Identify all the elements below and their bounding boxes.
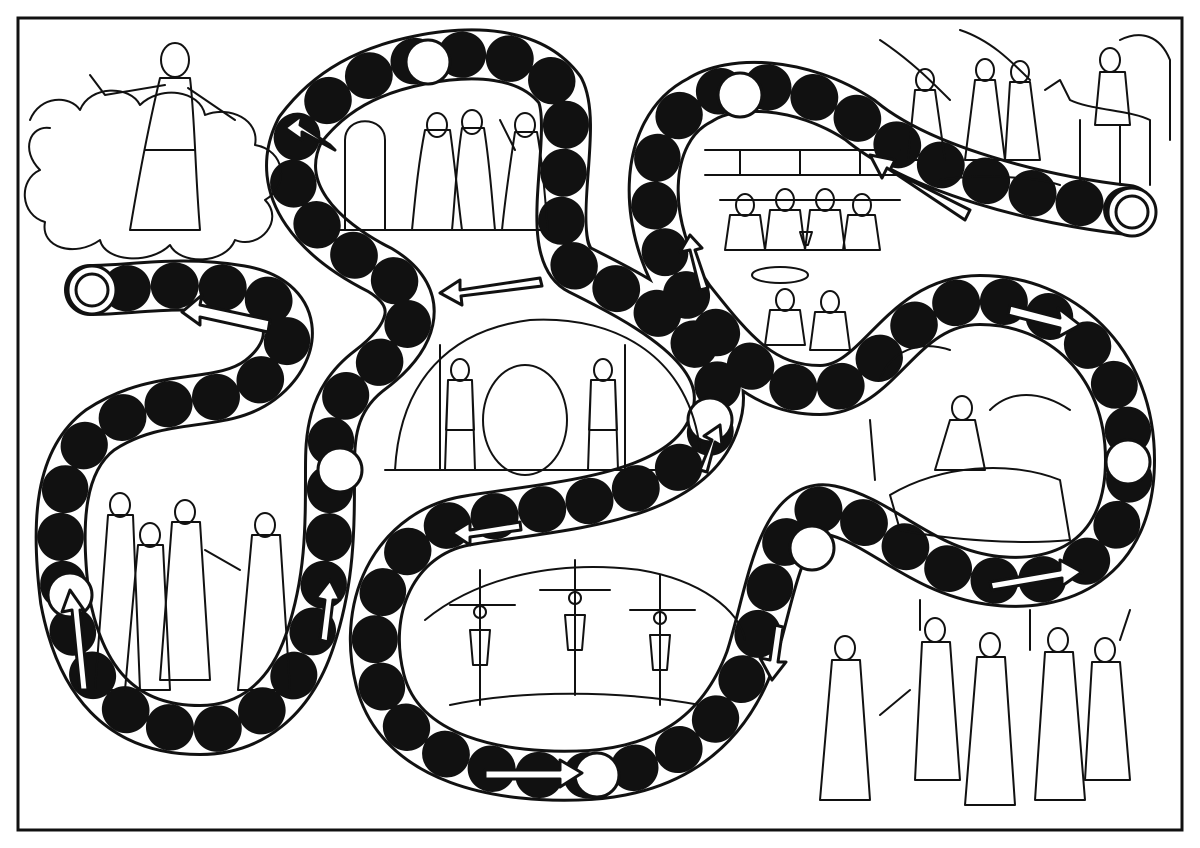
arrow-icon [758, 623, 788, 682]
path-circle[interactable] [788, 524, 836, 572]
arrow-icon [180, 293, 272, 334]
direction-arrows [60, 113, 1084, 789]
path-circle[interactable] [316, 446, 364, 494]
arrow-icon [60, 588, 90, 692]
ascension-scene-icon [23, 42, 282, 261]
praying-rock-icon [869, 345, 1071, 543]
arrow-icon [698, 423, 724, 474]
arrow-icon [988, 558, 1084, 592]
arrest-torches-icon [819, 599, 1131, 806]
three-crosses-icon [424, 559, 746, 706]
arrow-icon [868, 153, 972, 222]
path-circle[interactable] [404, 38, 452, 86]
arrow-icon [283, 113, 337, 152]
arrow-icon [314, 578, 342, 644]
path-circle[interactable] [1104, 438, 1152, 486]
game-path [34, 28, 1156, 802]
donkey-entry-icon [879, 29, 1171, 186]
arrow-icon [438, 276, 544, 307]
disciples-group-icon [94, 492, 291, 691]
women-at-tomb-icon [329, 109, 549, 231]
path-circle[interactable] [716, 71, 764, 119]
arrow-icon [1006, 303, 1082, 339]
arrow-icon [450, 520, 523, 547]
arrow-icon [483, 758, 584, 789]
guarded-tomb-icon [384, 318, 701, 476]
arrow-icon [678, 233, 710, 292]
last-supper-icon [704, 149, 901, 351]
